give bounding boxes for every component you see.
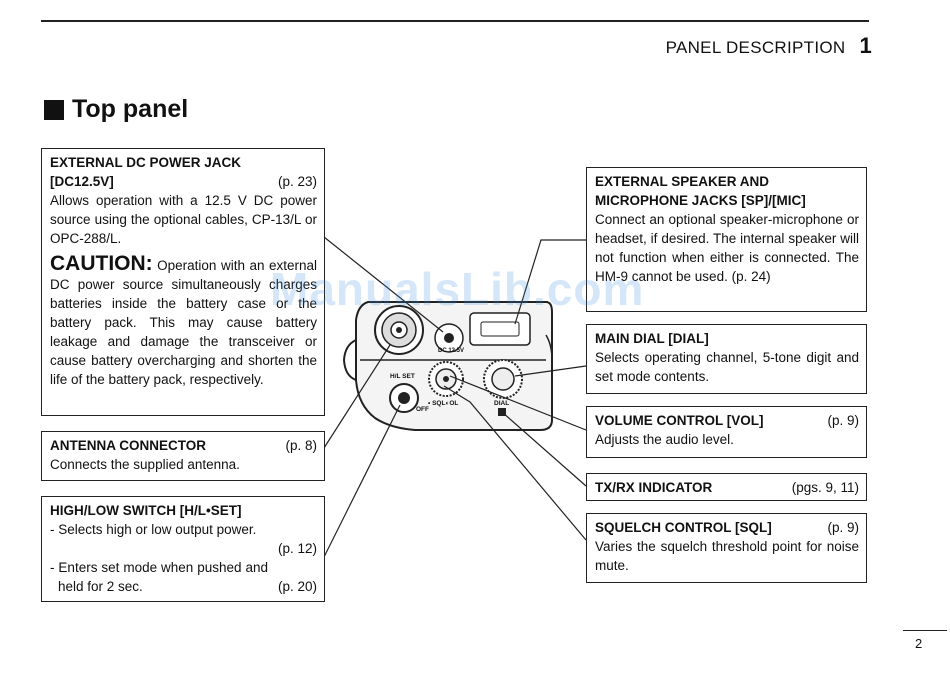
page-title: Top panel [44,95,188,124]
speaker-body: Connect an optional speaker-microphone o… [595,212,859,284]
page-number: 2 [915,636,923,651]
squelch-page-ref: (p. 9) [827,520,859,535]
page-number-rule [903,630,947,631]
squelch-body: Varies the squelch threshold point for n… [595,539,859,573]
main-dial-box: MAIN DIAL [DIAL] Selects operating chann… [586,324,867,394]
txrx-page-ref: (pgs. 9, 11) [791,480,859,495]
main-dial-body: Selects operating channel, 5-tone digit … [595,350,859,384]
section-title: PANEL DESCRIPTION [665,38,846,57]
dc-jack-label: DC 12.5V [438,348,465,354]
squelch-heading: SQUELCH CONTROL [SQL] [595,520,772,535]
volume-page-ref: (p. 9) [827,413,859,428]
main-dial-heading: MAIN DIAL [DIAL] [595,331,709,346]
hl-item-2-page: (p. 20) [277,579,317,594]
chapter-number: 1 [859,33,872,58]
volume-box: VOLUME CONTROL [VOL] (p. 9) Adjusts the … [586,406,867,458]
dc-jack-heading: EXTERNAL DC POWER JACK [50,155,242,170]
dial-label: DIAL [494,400,510,407]
sql-vol-label: • SQL◐OL [428,400,459,407]
txrx-heading: TX/RX INDICATOR [595,480,713,495]
squelch-box: SQUELCH CONTROL [SQL] (p. 9) Varies the … [586,513,867,583]
caution-text: Operation with an external DC power sour… [50,258,317,387]
speaker-heading-2: MICROPHONE JACKS [SP]/[MIC] [595,193,806,208]
page-title-text: Top panel [72,95,189,123]
hl-switch-box: HIGH/LOW SWITCH [H/L•SET] - Selects high… [41,496,325,602]
volume-heading: VOLUME CONTROL [VOL] [595,413,764,428]
watermark: ManualsLib.com [270,263,645,315]
dc-jack-caution: CAUTION: Operation with an external DC p… [50,252,317,389]
hl-item-1: - Selects high or low output power. [50,522,257,537]
speaker-box: EXTERNAL SPEAKER AND MICROPHONE JACKS [S… [586,167,867,312]
hl-item-1-page: (p. 12) [277,541,317,556]
off-label: OFF [416,406,429,413]
hl-switch-heading: HIGH/LOW SWITCH [H/L•SET] [50,503,242,518]
speaker-heading-1: EXTERNAL SPEAKER AND [595,174,770,189]
dc-jack-page-ref: (p. 23) [277,174,317,189]
volume-body: Adjusts the audio level. [595,432,734,447]
dc-jack-body: Allows operation with a 12.5 V DC power … [50,193,317,246]
leader-lines [323,236,587,558]
caution-label: CAUTION: [50,252,153,275]
antenna-page-ref: (p. 8) [285,438,317,453]
speaker-jack-cover-shape [469,312,531,346]
antenna-body: Connects the supplied antenna. [50,457,240,472]
antenna-box: ANTENNA CONNECTOR (p. 8) Connects the su… [41,431,325,481]
antenna-heading: ANTENNA CONNECTOR [50,438,207,453]
page-header: PANEL DESCRIPTION 1 [666,33,872,59]
hl-set-label: H/L SET [390,373,415,380]
dc-jack-heading-2: [DC12.5V] [50,174,114,189]
dc-jack-box: EXTERNAL DC POWER JACK [DC12.5V] (p. 23)… [41,148,325,416]
txrx-box: TX/RX INDICATOR (pgs. 9, 11) [586,473,867,501]
hl-item-2: - Enters set mode when pushed and held f… [50,560,268,594]
square-bullet-icon [44,99,64,120]
top-rule [41,20,869,22]
